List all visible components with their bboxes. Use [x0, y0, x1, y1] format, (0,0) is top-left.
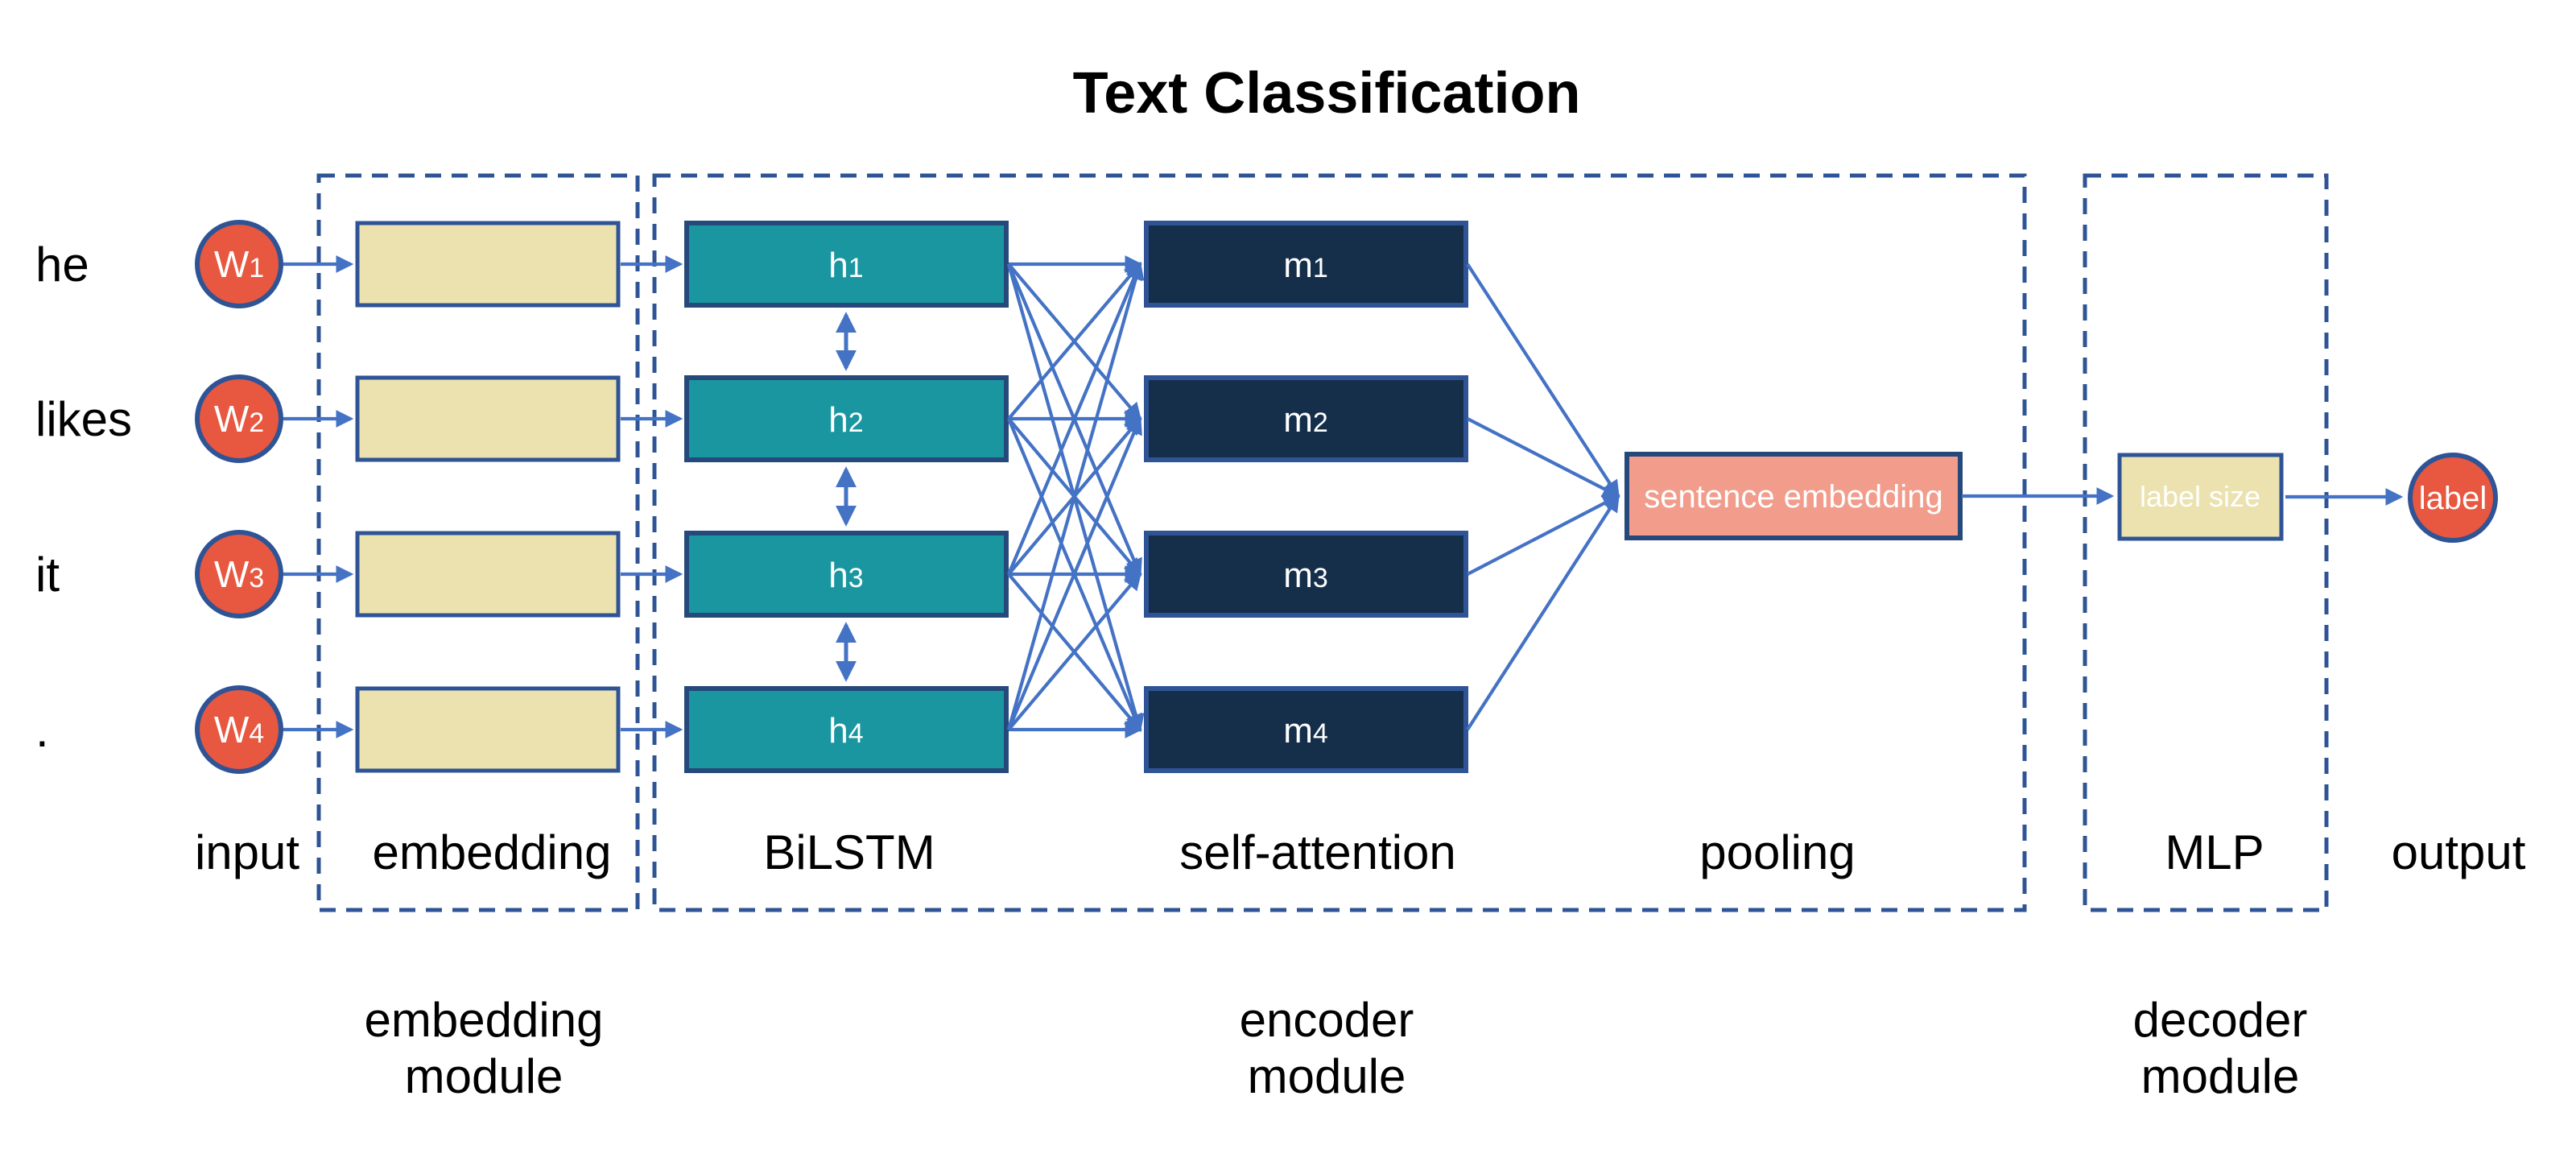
h3-label: h3 [828, 556, 863, 595]
module-label-embedding-line2: module [405, 1049, 564, 1103]
input-word-3: it [35, 548, 60, 602]
module-label-embedding-line1: embedding [365, 993, 604, 1047]
w1-index: 1 [249, 253, 264, 283]
h1-index: 1 [848, 253, 864, 283]
w2-index: 2 [249, 407, 264, 438]
embedding-box-3 [355, 531, 621, 618]
stage-label-bilstm: BiLSTM [763, 825, 935, 879]
m1-letter: m [1283, 246, 1313, 285]
bilstm-to-attention-edge [1007, 262, 1142, 420]
w3-index: 3 [249, 563, 264, 593]
attention-to-pooling-edge [1467, 494, 1620, 576]
stage-label-pooling: pooling [1699, 825, 1856, 879]
m1-index: 1 [1313, 253, 1328, 283]
bilstm-to-attention-edge [1007, 416, 1142, 730]
h1-label: h1 [828, 246, 863, 285]
m2-label: m2 [1283, 400, 1328, 440]
m3-label: m3 [1283, 556, 1328, 595]
h1-box [684, 221, 1009, 308]
stage-label-mlp: MLP [2165, 825, 2264, 879]
output-label-node [2408, 453, 2498, 543]
attention-to-pooling-edge [1466, 494, 1620, 731]
bilstm-to-attention-edge [1006, 261, 1145, 730]
sentence-embedding-box [1624, 452, 1963, 540]
w4-letter: W [214, 709, 250, 751]
w3-node [195, 530, 283, 618]
decoder-module-outline [2083, 173, 2329, 912]
h2-label: h2 [828, 400, 863, 440]
module-label-encoder-line2: module [1248, 1049, 1406, 1103]
input-word-1: he [35, 238, 89, 292]
w1-label: W1 [214, 243, 264, 285]
h3-box [684, 531, 1009, 618]
w1-node [195, 220, 283, 308]
m3-letter: m [1283, 556, 1313, 595]
bilstm-to-attention-edge [1007, 261, 1142, 575]
m4-index: 4 [1313, 718, 1328, 749]
h2-letter: h [828, 400, 848, 440]
stage-label-self-attention: self-attention [1179, 825, 1456, 879]
embedding-box-1 [355, 221, 621, 308]
h4-letter: h [828, 711, 848, 751]
w3-label: W3 [214, 553, 264, 595]
sentence-embedding-label: sentence embedding [1644, 479, 1942, 515]
input-word-4: . [35, 703, 49, 757]
h4-box [684, 686, 1009, 773]
encoder-module-outline [652, 173, 2027, 912]
w4-index: 4 [249, 718, 264, 749]
h1-letter: h [828, 246, 848, 285]
module-label-encoder-line1: encoder [1240, 993, 1414, 1047]
output-label-text: label [2419, 481, 2487, 516]
stage-label-embedding: embedding [373, 825, 612, 879]
label-size-box [2117, 453, 2284, 541]
embedding-box-2 [355, 375, 621, 462]
m2-letter: m [1283, 400, 1313, 440]
w3-letter: W [214, 553, 250, 595]
m3-index: 3 [1313, 563, 1328, 593]
h4-index: 4 [848, 718, 864, 749]
stage-label-output: output [2392, 825, 2526, 879]
embedding-box-4 [355, 686, 621, 773]
input-word-2: likes [35, 392, 132, 446]
m1-label: m1 [1283, 246, 1328, 285]
w2-label: W2 [214, 398, 264, 440]
h2-box [684, 375, 1009, 462]
w2-letter: W [214, 398, 250, 440]
h3-index: 3 [848, 563, 864, 593]
stage-label-input: input [195, 825, 299, 879]
diagram-title: Text Classification [1073, 61, 1581, 126]
label-size-label: label size [2140, 480, 2260, 513]
m2-index: 2 [1313, 407, 1328, 438]
h2-index: 2 [848, 407, 864, 438]
w1-letter: W [214, 243, 250, 285]
embedding-module-outline [316, 173, 640, 912]
h4-label: h4 [828, 711, 863, 751]
attention-to-pooling-edge [1466, 263, 1620, 498]
h3-letter: h [828, 556, 848, 595]
attention-to-pooling-edge [1467, 417, 1620, 498]
w4-node [195, 685, 283, 774]
m2-box [1144, 375, 1468, 462]
module-label-decoder-line1: decoder [2133, 993, 2308, 1047]
m3-box [1144, 531, 1468, 618]
m4-label: m4 [1283, 711, 1328, 751]
m1-box [1144, 221, 1468, 308]
w4-label: W4 [214, 709, 264, 751]
bilstm-to-attention-edges [1006, 255, 1145, 738]
bilstm-to-attention-edge [1007, 572, 1142, 731]
w2-node [195, 374, 283, 463]
m4-box [1144, 686, 1468, 773]
module-label-decoder-line2: module [2141, 1049, 2300, 1103]
m4-letter: m [1283, 711, 1313, 751]
